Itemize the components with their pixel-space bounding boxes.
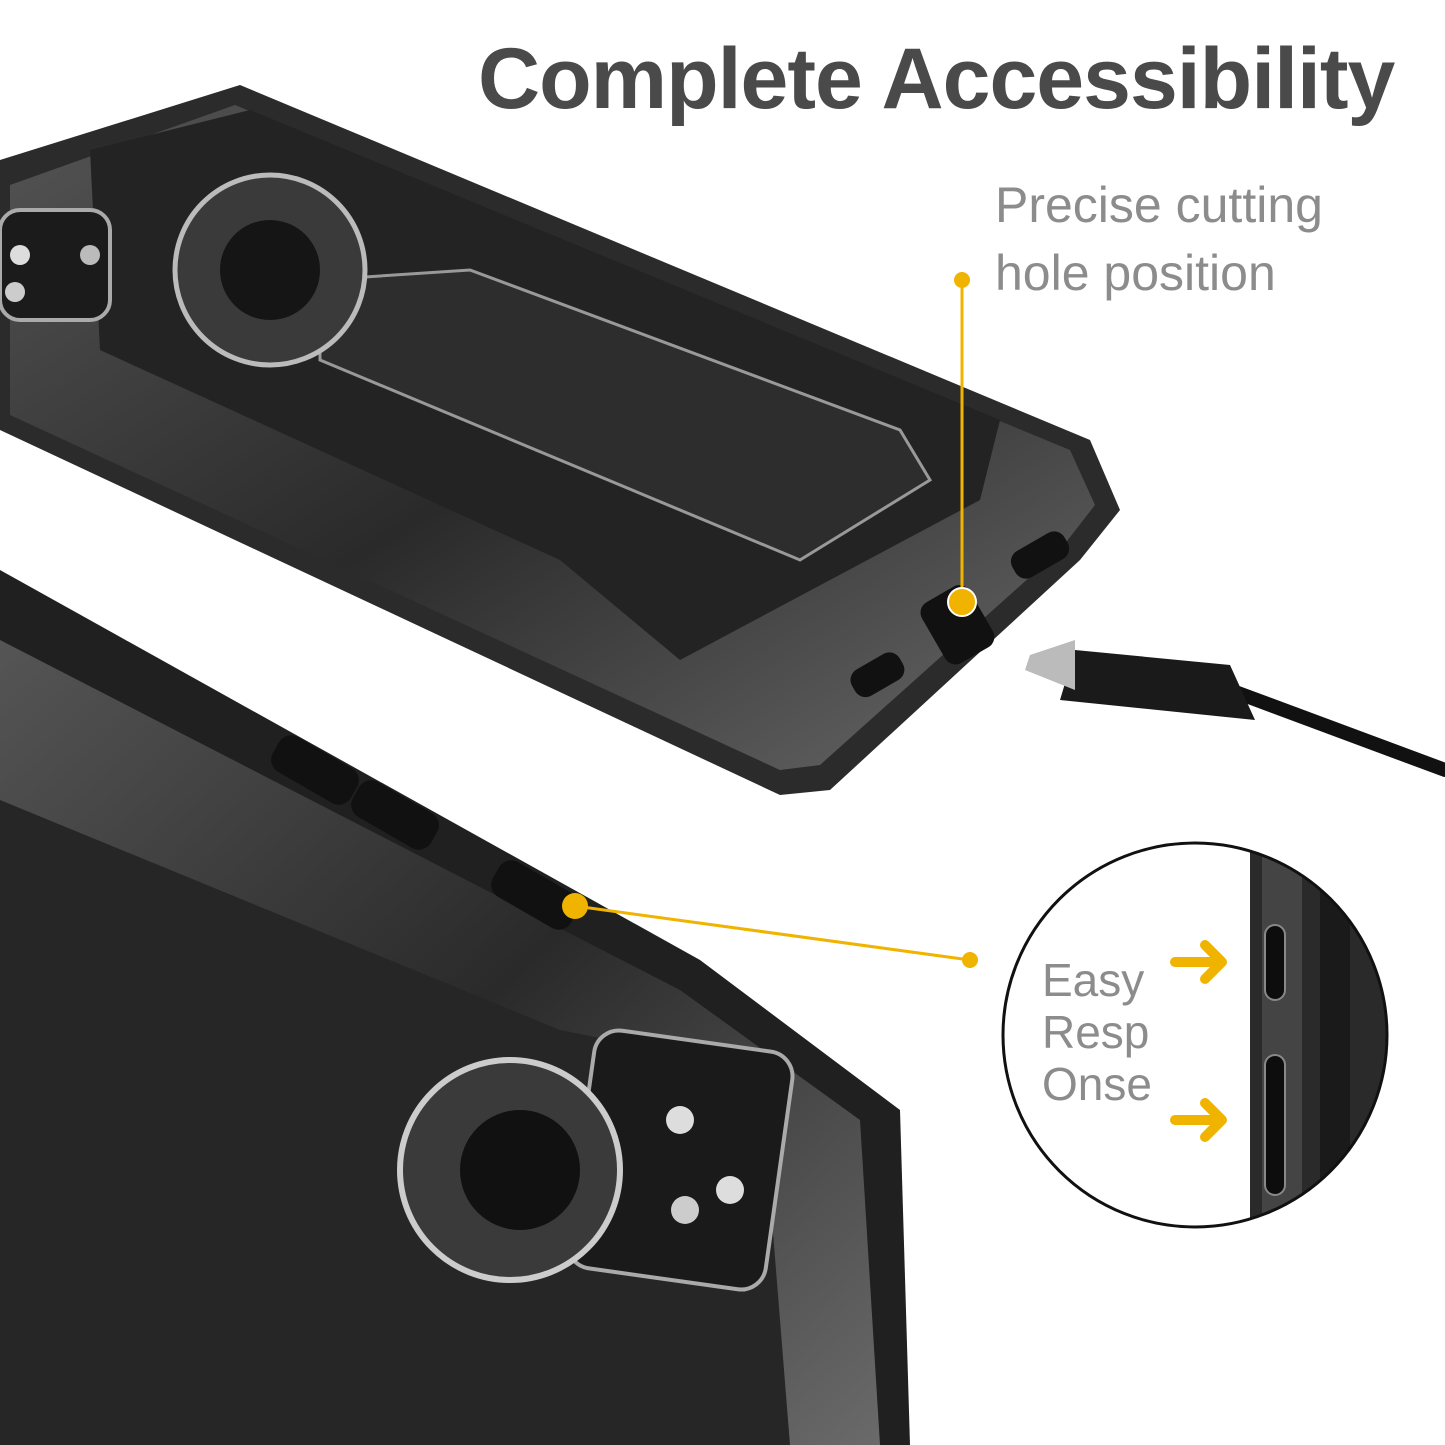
top-phone-case [0, 85, 1120, 795]
page-title: Complete Accessibility [478, 31, 1395, 127]
callout-top-line1: Precise cutting [995, 177, 1323, 233]
callout-bottom-line2: Resp [1042, 1006, 1150, 1058]
camera-module [0, 208, 112, 322]
button-detail-inset [1001, 841, 1389, 1229]
bottom-phone-case [0, 570, 910, 1445]
side-button [491, 860, 579, 930]
arrow-right-icon [1170, 1098, 1227, 1142]
callout-top-line2: hole position [995, 245, 1276, 301]
callout-bottom-line1: Easy [1042, 954, 1145, 1006]
callout-bottom-line3: Onse [1042, 1058, 1152, 1110]
arrow-right-icon [1170, 940, 1227, 984]
callout-lines [562, 272, 978, 968]
usb-c-cable [1025, 640, 1445, 777]
